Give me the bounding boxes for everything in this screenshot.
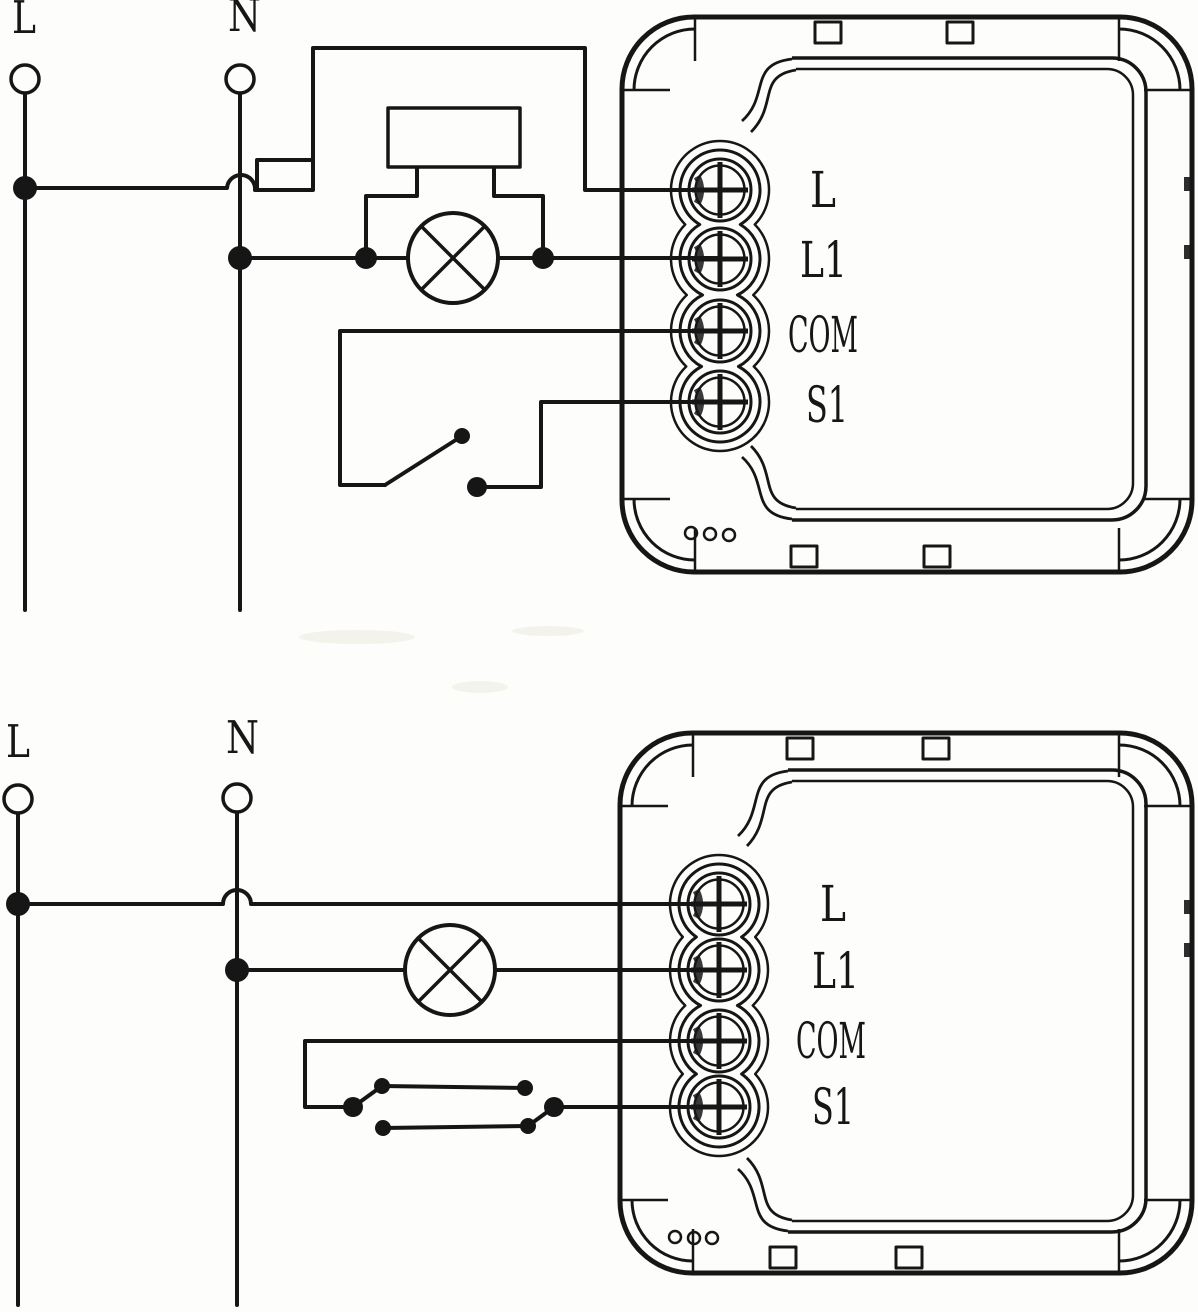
live-label: L: [6, 715, 30, 768]
junction-dot: [228, 246, 252, 270]
corner-ticks: [622, 17, 1192, 572]
seam-mark: [1184, 177, 1192, 191]
clip-tab: [789, 544, 819, 569]
body-neck-curve: [741, 57, 793, 123]
clip-tab: [894, 1245, 924, 1270]
live-feed-wire: [23, 46, 722, 192]
live-label: L: [12, 0, 36, 44]
clip-tab: [785, 736, 815, 761]
snubber-left-lead: [364, 165, 419, 260]
live-feed-wire: [16, 888, 721, 906]
junction-dot: [454, 428, 470, 444]
body-neck-curve: [750, 445, 797, 510]
snubber-box-icon: [386, 106, 522, 169]
lamp-icon: [406, 211, 500, 305]
supply-terminal: [221, 782, 253, 814]
terminal-strip: [678, 148, 762, 444]
clip-tab: [921, 736, 951, 761]
junction-dot: [532, 247, 554, 269]
junction-dot: [544, 1097, 564, 1117]
supply-terminal: [2, 783, 34, 815]
body-neck-curve: [746, 1157, 793, 1222]
junction-dot: [467, 477, 487, 497]
terminal-label-com: COM: [796, 1012, 866, 1070]
junction-dot: [517, 1080, 533, 1096]
terminal-label-l1: L1: [812, 942, 859, 1000]
body-neck-curve: [737, 769, 789, 838]
body-neck-curve: [750, 68, 797, 133]
seam-mark: [1184, 943, 1192, 957]
terminal-label-s1: S1: [812, 1078, 854, 1136]
terminal-label-s1: S1: [806, 376, 848, 434]
clip-tab: [922, 544, 952, 569]
lamp-icon: [403, 923, 497, 1017]
junction-dot: [374, 1078, 390, 1094]
terminal-label-l1: L1: [800, 231, 847, 289]
terminal-label-com: COM: [788, 306, 858, 364]
junction-dot: [520, 1118, 536, 1134]
junction-dot: [225, 958, 249, 982]
junction-dot: [343, 1097, 363, 1117]
live-feed-jog: [255, 158, 315, 192]
scan-smudges: [299, 626, 584, 693]
clip-tab: [768, 1245, 798, 1270]
junction-dot: [13, 176, 37, 200]
body-neck-curve: [741, 455, 793, 521]
led-window: [686, 1230, 702, 1246]
junction-dot: [355, 247, 377, 269]
terminal-label-l: L: [810, 161, 836, 219]
neutral-label: N: [226, 711, 259, 764]
led-window: [702, 526, 718, 542]
supply-terminal: [9, 63, 41, 95]
traveler-lower: [381, 1124, 530, 1130]
switch-blade: [383, 434, 464, 487]
seam-mark: [1184, 900, 1192, 914]
traveler-upper: [380, 1084, 527, 1090]
clip-tab: [945, 20, 975, 45]
led-window: [667, 1229, 683, 1245]
snubber-right-lead: [492, 165, 545, 260]
seam-mark: [1184, 245, 1192, 259]
junction-dot: [375, 1120, 391, 1136]
led-window: [704, 1230, 720, 1246]
neutral-label: N: [228, 0, 261, 42]
junction-dot: [6, 892, 30, 916]
terminal-strip: [677, 862, 761, 1149]
com-wire: [338, 329, 722, 487]
supply-terminal: [224, 63, 256, 95]
terminal-label-l: L: [820, 875, 846, 933]
s1-wire: [475, 400, 722, 489]
led-window: [683, 525, 699, 541]
body-neck-curve: [745, 780, 793, 847]
body-neck-curve: [737, 1167, 789, 1233]
clip-tab: [813, 20, 843, 45]
com-wire: [303, 1039, 721, 1109]
led-window: [721, 527, 737, 543]
